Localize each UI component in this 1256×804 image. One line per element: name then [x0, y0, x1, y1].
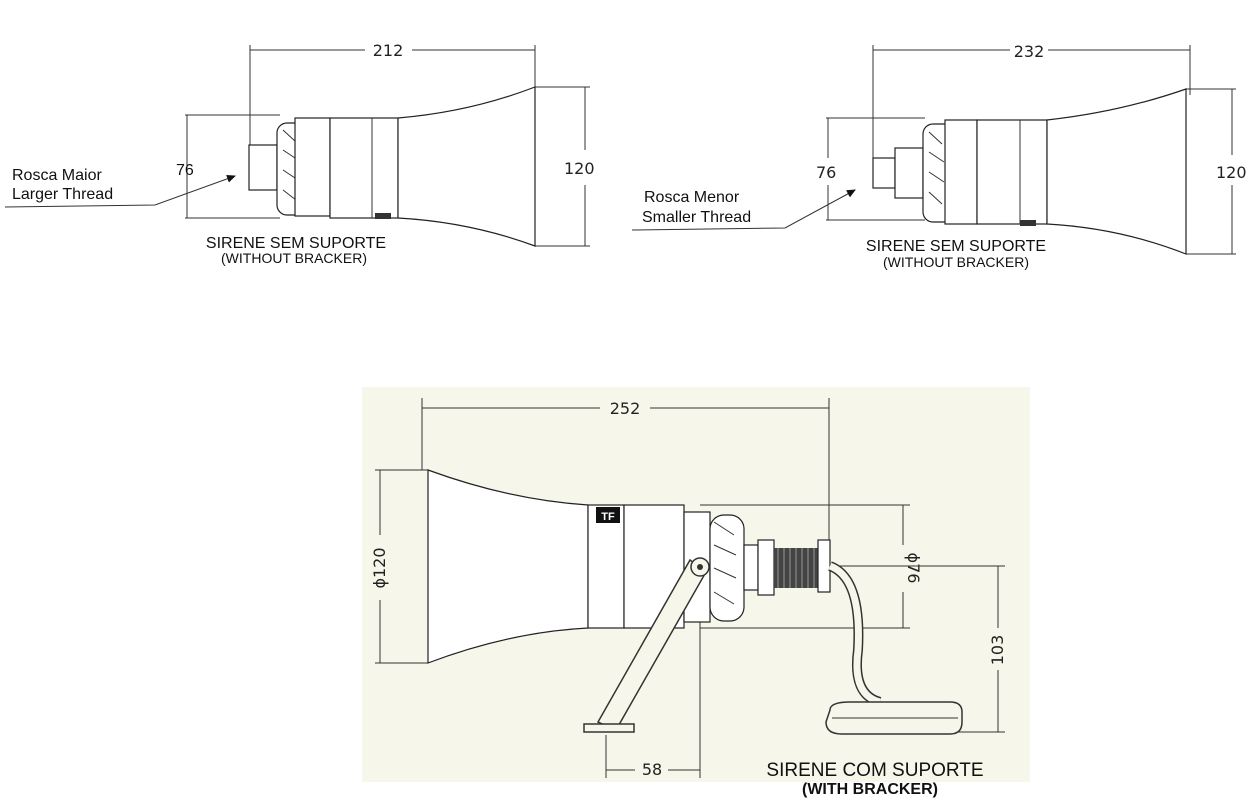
callout-line1: Rosca Maior — [12, 167, 102, 184]
dim-height-103: 103 — [988, 635, 1007, 666]
logo-badge — [596, 507, 620, 523]
siren-with-bracket: TF — [427, 469, 963, 735]
caption-line1: SIRENE SEM SUPORTE — [206, 235, 386, 252]
caption-line2: (WITHOUT BRACKER) — [221, 250, 367, 266]
dim-height-76-b: 76 — [816, 163, 836, 182]
dim-base-58: 58 — [642, 760, 662, 779]
dim-bell-120-b: 120 — [1216, 163, 1247, 182]
callout-line1-b: Rosca Menor — [644, 189, 740, 206]
dim-body-phi76: ϕ76 — [904, 553, 923, 584]
thread-section — [774, 548, 820, 588]
view-top-right: 232 76 120 Rosca Menor Smaller Thread — [631, 42, 1247, 270]
view-bottom: 252 ϕ120 ϕ76 103 58 TF — [362, 387, 1030, 798]
caption-line1-b: SIRENE SEM SUPORTE — [866, 238, 1046, 255]
caption-line1-c: SIRENE COM SUPORTE — [766, 760, 983, 781]
dim-length-252: 252 — [610, 399, 641, 418]
dim-length-232: 232 — [1014, 42, 1045, 61]
dim-bell-phi120: ϕ120 — [370, 547, 389, 588]
callout-line2-b: Smaller Thread — [642, 209, 751, 226]
dim-bell-120: 120 — [564, 159, 595, 178]
caption-line2-c: (WITH BRACKER) — [802, 781, 938, 798]
siren-side-view-b — [872, 88, 1187, 255]
caption-line2-b: (WITHOUT BRACKER) — [883, 254, 1029, 270]
callout-line2: Larger Thread — [12, 186, 113, 203]
dim-height-76: 76 — [176, 162, 194, 179]
dim-length-212: 212 — [373, 41, 404, 60]
siren-side-view — [248, 86, 536, 247]
logo-text: TF — [601, 511, 615, 523]
view-top-left: 212 76 120 Rosca Maior Larger Thread SIR… — [4, 41, 595, 266]
